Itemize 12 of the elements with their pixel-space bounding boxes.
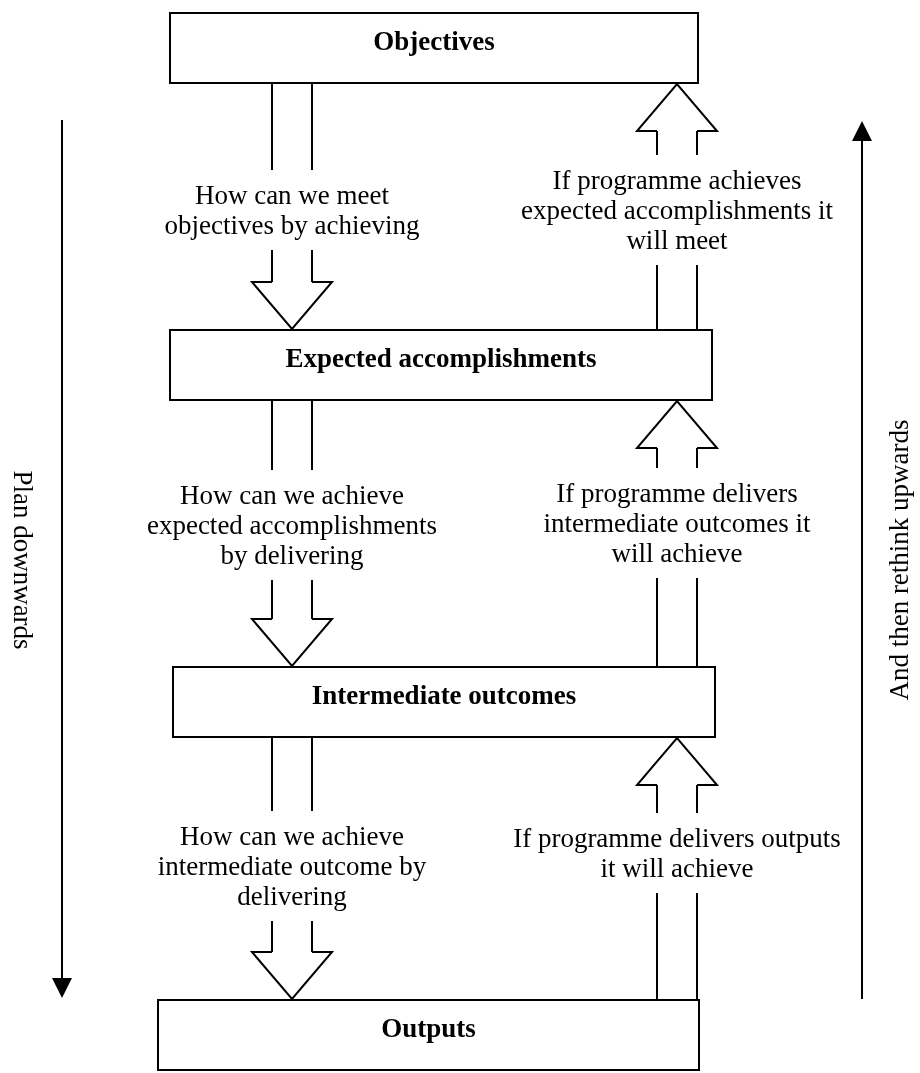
box-title: Intermediate outcomes <box>311 680 577 710</box>
direction-label: Plan downwards <box>7 470 38 650</box>
box-title: Objectives <box>373 26 495 56</box>
process-box <box>172 666 716 738</box>
process-box <box>157 999 700 1071</box>
edge-label: If programme delivers outputs it will achieve <box>512 812 842 893</box>
direction-label: And then rethink upwards <box>883 419 914 701</box>
box-title: Expected accomplishments <box>285 343 597 373</box>
process-box <box>169 329 713 401</box>
edge-label: How can we achieve intermediate outcome by delivering <box>156 811 428 921</box>
process-box <box>169 12 699 84</box>
box-title: Outputs <box>381 1013 476 1043</box>
